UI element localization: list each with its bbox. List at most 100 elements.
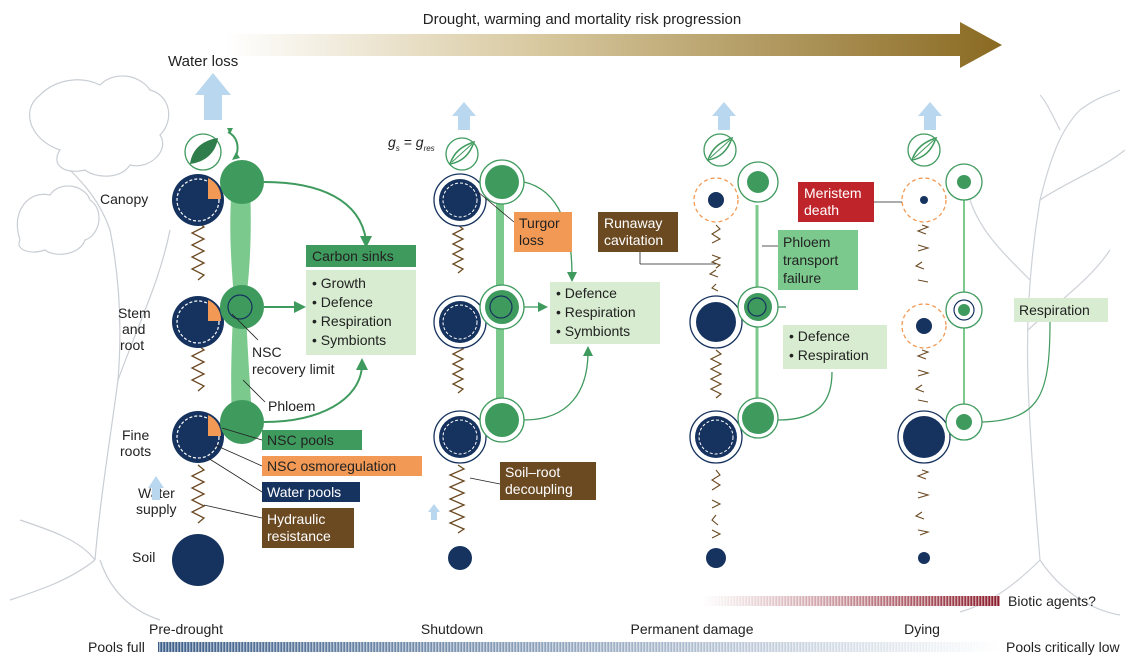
carbon-sink-item: • Defence — [312, 294, 373, 310]
svg-text:gs = gres: gs = gres — [388, 134, 435, 153]
water-supply-arrow — [148, 476, 164, 500]
carbon-flow-arrow — [263, 181, 367, 241]
svg-text:Hydraulic: Hydraulic — [267, 511, 325, 527]
nsc-pool — [956, 414, 972, 430]
water-pool — [439, 179, 481, 221]
stage2-sinks-box: • Defence • Respiration • Symbionts — [550, 282, 660, 344]
svg-text:• Defence: • Defence — [556, 285, 617, 301]
svg-text:• Defence: • Defence — [789, 328, 850, 344]
progression-arrow — [225, 22, 1002, 68]
legend-nsc-osmoregulation — [262, 456, 422, 476]
svg-text:decoupling: decoupling — [505, 481, 573, 497]
stage-label-dying: Dying — [904, 621, 940, 637]
tree-silhouette-left — [9, 75, 171, 621]
stem-label-2: and — [122, 321, 145, 337]
water-supply-arrow-stage2 — [428, 504, 440, 520]
nsc-pool — [485, 165, 519, 199]
fine-roots-label-2: roots — [120, 443, 151, 459]
nsc-pool — [957, 175, 971, 189]
carbon-sink-item: • Respiration — [312, 313, 392, 329]
svg-text:Respiration: Respiration — [1019, 302, 1090, 318]
pools-full-label: Pools full — [88, 639, 145, 655]
svg-text:Runaway: Runaway — [604, 215, 662, 231]
water-pool — [903, 416, 945, 458]
nsc-pool — [958, 304, 970, 316]
nsc-pool — [220, 160, 264, 204]
pools-gradient-bar — [158, 642, 1000, 652]
nsc-pool — [485, 403, 519, 437]
stage-labels: Pre-drought Shutdown Permanent damage Dy… — [149, 621, 940, 637]
soil-water-pool — [172, 534, 224, 586]
soil-root-decoupling-box: Soil–root decoupling — [500, 462, 596, 500]
svg-text:Turgor: Turgor — [519, 215, 560, 231]
turgor-loss-box: Turgor loss — [514, 212, 572, 252]
water-pool — [439, 416, 481, 458]
water-pool — [920, 196, 928, 204]
stage-pre-drought — [172, 128, 372, 586]
hydraulic-spring — [190, 221, 206, 281]
canopy-label: Canopy — [100, 191, 148, 207]
svg-text:Phloem: Phloem — [783, 234, 830, 250]
carbon-sinks-box: Carbon sinks • Growth • Defence • Respir… — [306, 245, 416, 355]
water-pool — [916, 318, 932, 334]
svg-text:Water pools: Water pools — [267, 484, 341, 500]
carbon-sink-item: • Symbionts — [312, 332, 386, 348]
carbon-sinks-title: Carbon sinks — [312, 248, 394, 264]
phloem-label: Phloem — [268, 398, 315, 414]
water-loss-arrows — [195, 73, 942, 130]
svg-text:failure: failure — [783, 270, 821, 286]
soil-water-pool — [918, 552, 930, 564]
biotic-agents-bar — [702, 596, 1000, 606]
leaf-icon — [445, 137, 479, 171]
stage-label-shutdown: Shutdown — [421, 621, 483, 637]
svg-text:NSC osmoregulation: NSC osmoregulation — [267, 458, 396, 474]
legend-nsc-pools — [262, 430, 362, 450]
svg-text:NSC pools: NSC pools — [267, 432, 334, 448]
nsc-pool — [747, 171, 769, 193]
hydraulic-spring — [190, 464, 206, 524]
svg-text:• Respiration: • Respiration — [556, 304, 636, 320]
svg-text:• Respiration: • Respiration — [789, 347, 869, 363]
svg-text:• Symbionts: • Symbionts — [556, 323, 630, 339]
svg-text:cavitation: cavitation — [604, 232, 663, 248]
legend-water-pools — [262, 482, 360, 502]
nsc-recovery-label-2: recovery limit — [252, 361, 335, 377]
svg-text:resistance: resistance — [267, 528, 331, 544]
svg-text:death: death — [804, 202, 839, 218]
phloem-transport-failure-box: Phloem transport failure — [778, 230, 858, 290]
nsc-pool — [220, 400, 264, 444]
meristem-death-box: Meristem death — [798, 182, 902, 222]
stage-label-pre-drought: Pre-drought — [149, 621, 223, 637]
runaway-cavitation-box: Runaway cavitation — [598, 212, 678, 252]
left-labels: Canopy Stem and root Fine roots Water su… — [100, 191, 176, 565]
progression-title: Drought, warming and mortality risk prog… — [423, 11, 741, 28]
biotic-agents-label: Biotic agents? — [1008, 593, 1096, 609]
water-supply-label-2: supply — [136, 501, 176, 517]
water-pool — [696, 302, 736, 342]
respiration-stage4-box: Respiration — [1014, 298, 1108, 322]
stage3-sinks-box: • Defence • Respiration — [783, 325, 887, 369]
stage-permanent-damage — [639, 133, 833, 568]
water-pool — [695, 416, 737, 458]
soil-water-pool — [448, 546, 472, 570]
pools-critically-low-label: Pools critically low — [1006, 639, 1120, 655]
stage-label-permanent-damage: Permanent damage — [631, 621, 754, 637]
stem-label-3: root — [120, 337, 144, 353]
water-pool — [172, 174, 224, 226]
nsc-pool — [220, 285, 264, 329]
svg-text:Soil–root: Soil–root — [505, 464, 560, 480]
water-pool — [172, 411, 224, 463]
nsc-recovery-label-1: NSC — [252, 344, 282, 360]
nsc-pool — [742, 402, 774, 434]
nsc-osmoregulation-marker — [208, 178, 222, 199]
leaf-icon — [703, 133, 737, 167]
svg-text:loss: loss — [519, 232, 544, 248]
stem-label-1: Stem — [118, 305, 151, 321]
water-pool — [708, 192, 724, 208]
hydraulic-spring — [190, 344, 206, 392]
gs-gres-label: gs = gres — [388, 134, 435, 153]
water-pool — [439, 301, 481, 343]
soil-label: Soil — [132, 549, 155, 565]
svg-text:Meristem: Meristem — [804, 185, 862, 201]
